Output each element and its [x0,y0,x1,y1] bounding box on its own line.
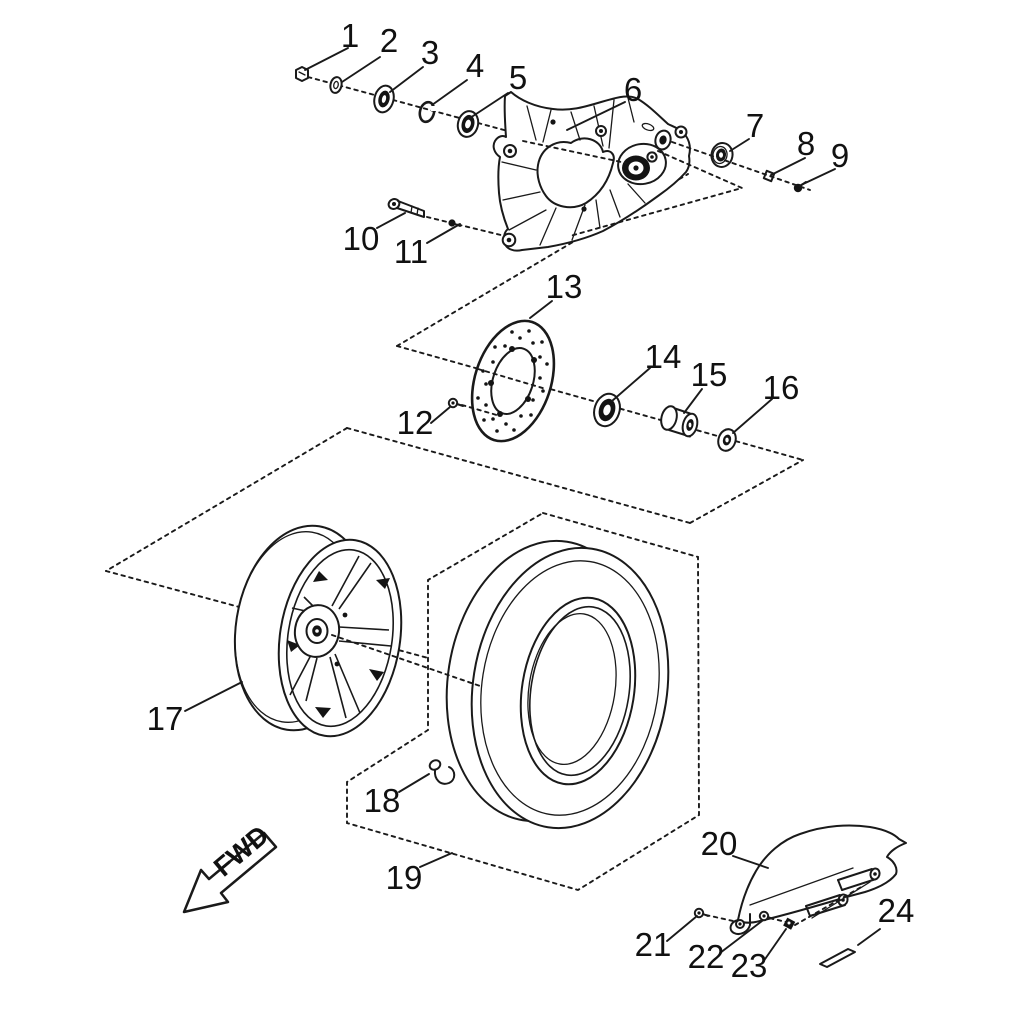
callout-21: 21 [635,926,672,963]
callout-19: 19 [386,859,423,896]
part-22-screw [758,910,774,922]
part-13-brake-disc [470,319,556,443]
callout-23: 23 [731,947,768,984]
disc-drill-holes [476,329,549,433]
callout-17: 17 [147,700,184,737]
callout-1: 1 [341,17,359,54]
callout-13: 13 [546,268,583,305]
part-10-bolt [387,198,425,218]
part-23-nut [783,917,796,930]
part-15-spacer-bushing [660,405,699,438]
callout-24: 24 [878,892,915,929]
part-18-valve-stem [428,759,456,785]
part-8-clip [762,169,776,183]
callout-5: 5 [509,59,527,96]
axis-lines-over [331,140,864,926]
part-4-snap-ring [418,100,437,124]
callout-14: 14 [645,338,682,375]
part-5-bearing [456,110,480,138]
tire [445,539,670,830]
part-14-seal [593,392,621,428]
fwd-direction-arrow: FWD [182,820,278,914]
callout-2: 2 [380,22,398,59]
part-2-washer [329,76,343,94]
callout-11: 11 [394,233,428,270]
part-6-swingarm [492,91,691,252]
part-7-bushing [710,142,734,168]
tire-box-outline [346,511,700,892]
fwd-arrow-shape [182,831,278,914]
callout-9: 9 [831,137,849,174]
callout-16: 16 [763,369,800,406]
callout-4: 4 [466,47,484,84]
part-24-bracket-strip [819,948,856,968]
callout-labels: 1 2 3 4 5 6 7 8 9 10 11 12 13 14 15 16 1… [147,17,915,984]
wheel-spokes [289,555,392,719]
callout-22: 22 [688,938,725,975]
callout-12: 12 [397,404,434,441]
callout-18: 18 [364,782,401,819]
callout-3: 3 [421,34,439,71]
disc-bolt-holes [488,346,537,417]
part-1-axle-nut [295,66,309,82]
callout-15: 15 [691,356,728,393]
part-20-chain-guard [729,824,907,935]
callout-7: 7 [746,107,764,144]
assembly-axis-lines [105,76,804,892]
callout-8: 8 [797,125,815,162]
part-17-wheel [233,524,403,738]
callout-20: 20 [701,825,738,862]
part-3-dust-seal [373,84,395,114]
callout-10: 10 [343,220,380,257]
callout-6: 6 [624,71,642,108]
part-12-disc-screw [447,397,464,409]
part-16-washer [717,428,737,452]
callout-leaders [184,47,881,963]
swingarm-ribs [501,97,646,246]
